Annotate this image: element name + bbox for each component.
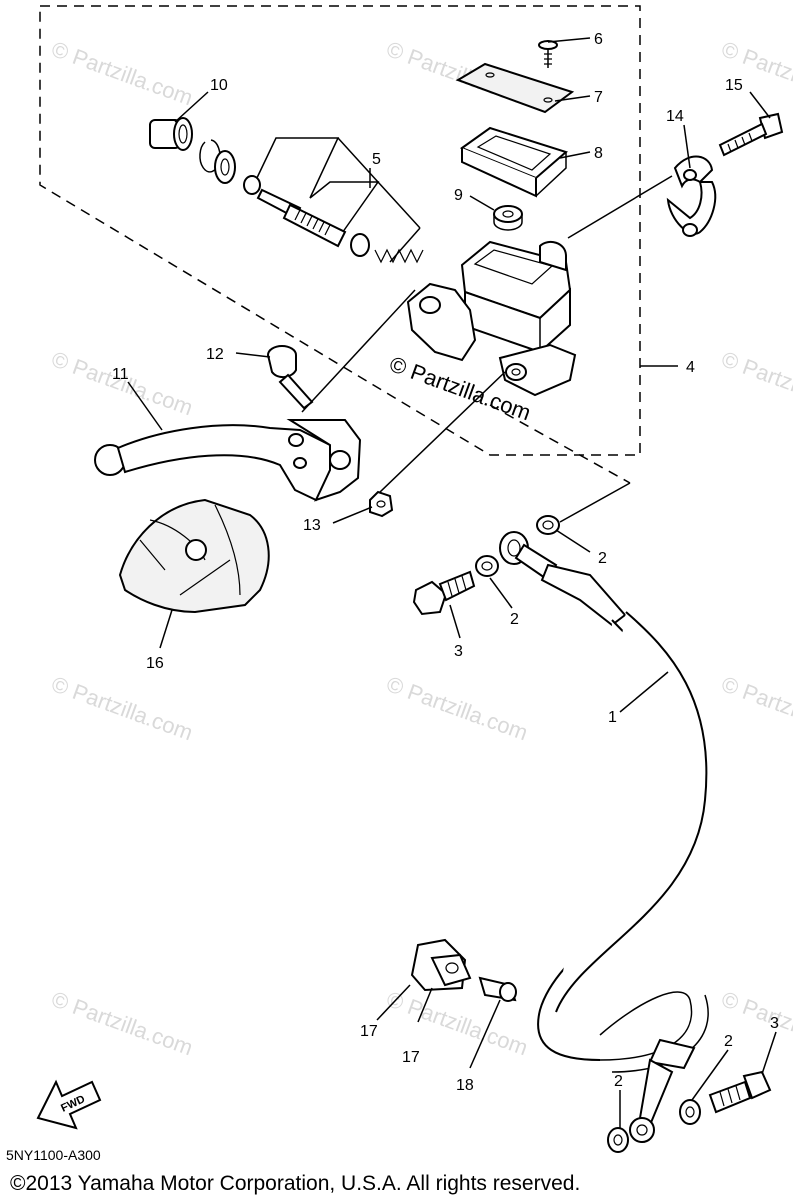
- piston-rod: [256, 188, 347, 248]
- diagram-code: 5NY1100-A300: [6, 1147, 101, 1163]
- handlebar-clamp: [666, 155, 717, 237]
- callout-4: 4: [686, 359, 695, 376]
- callout-2: 2: [614, 1073, 623, 1090]
- callout-3: 3: [770, 1015, 779, 1032]
- leader-line: [301, 289, 416, 413]
- clamp-bolt: [718, 112, 784, 157]
- washer: [214, 150, 236, 184]
- screw: [538, 40, 558, 68]
- callout-16: 16: [146, 655, 164, 672]
- lever-pivot-bolt: [267, 345, 314, 410]
- leader-line: [379, 371, 506, 493]
- fwd-arrow-icon: FWD: [36, 1079, 102, 1130]
- washer: [243, 175, 261, 195]
- callout-labels: 1 2 2 2 2 3 3 4 5 6 7 8 9 10 11 12 13 14…: [112, 31, 779, 1094]
- callout-leaders: [127, 37, 777, 1128]
- banjo-upper: [475, 515, 627, 627]
- callout-5: 5: [372, 151, 381, 168]
- watermark: © Partzilla.com: [718, 671, 793, 745]
- banjo-lower: [607, 1070, 772, 1153]
- callout-8: 8: [594, 145, 603, 162]
- callout-17: 17: [402, 1049, 420, 1066]
- callout-2: 2: [724, 1033, 733, 1050]
- diaphragm: [459, 126, 569, 198]
- diaphragm-plate: [493, 205, 523, 231]
- leader-dashed-cable: [489, 404, 631, 484]
- callout-3: 3: [454, 643, 463, 660]
- callout-15: 15: [725, 77, 743, 94]
- leader-line: [559, 482, 631, 523]
- watermark: © Partzilla.com: [48, 36, 196, 110]
- reservoir-cap: [455, 62, 575, 114]
- master-cylinder: [406, 175, 673, 397]
- callout-9: 9: [454, 187, 463, 204]
- callout-2: 2: [598, 550, 607, 567]
- callout-1: 1: [608, 709, 617, 726]
- callout-14: 14: [666, 108, 684, 125]
- part-5-bracket: [254, 137, 421, 263]
- circlip: [199, 139, 221, 173]
- callout-12: 12: [206, 346, 224, 363]
- callout-17: 17: [360, 1023, 378, 1040]
- copyright-notice: ©2013 Yamaha Motor Corporation, U.S.A. A…: [10, 1172, 580, 1195]
- brake-lever: [94, 419, 362, 502]
- piston-cup: [350, 233, 370, 257]
- callout-18: 18: [456, 1077, 474, 1094]
- hose-guide: [410, 938, 517, 1002]
- watermark: © Partzilla.com: [48, 986, 196, 1060]
- brake-hose: [537, 611, 709, 1143]
- callout-11: 11: [112, 366, 129, 383]
- dust-boot: [149, 117, 193, 151]
- assembly-boundary: [39, 5, 641, 456]
- callout-7: 7: [594, 89, 603, 106]
- spring: [374, 248, 424, 264]
- callout-13: 13: [303, 517, 321, 534]
- callout-2: 2: [510, 611, 519, 628]
- callout-10: 10: [210, 77, 228, 94]
- watermark: © Partzilla.com: [383, 671, 531, 745]
- union-bolt-upper: [412, 570, 476, 616]
- watermark: © Partzilla.com: [48, 346, 196, 420]
- pivot-nut: [369, 490, 394, 518]
- callout-6: 6: [594, 31, 603, 48]
- watermark: © Partzilla.com: [48, 671, 196, 745]
- watermark: © Partzilla.com: [718, 346, 793, 420]
- lever-cover: [118, 498, 270, 614]
